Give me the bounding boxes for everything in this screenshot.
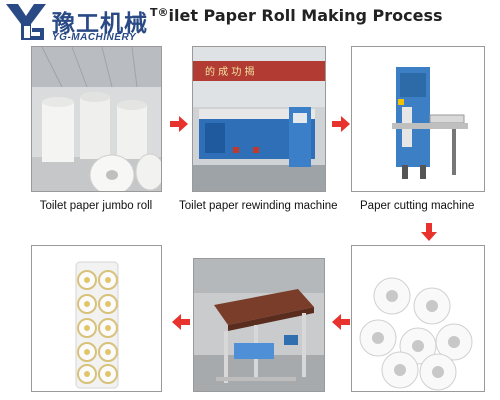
step-jumbo-roll-image	[31, 46, 162, 192]
page-title: T®ilet Paper Roll Making Process	[150, 6, 443, 25]
red-arrow-icon	[172, 314, 190, 330]
step-cutting-machine-image	[351, 46, 485, 192]
brand-name-en: YG-MACHINERY	[52, 32, 137, 43]
step-jumbo-roll-caption: Toilet paper jumbo roll	[39, 200, 153, 212]
banner-text: 的 成 功 揭	[205, 65, 255, 78]
step-cut-rolls-image	[351, 245, 485, 392]
brand-name-cn: 豫工机械	[52, 11, 148, 37]
step-packaged-rolls-image	[31, 245, 162, 392]
red-arrow-icon	[332, 314, 350, 330]
title-mark: T®	[150, 6, 169, 19]
brand-logo: 豫工机械 YG-MACHINERY	[4, 2, 154, 46]
red-arrow-icon	[170, 116, 188, 132]
step-rewinding-machine-caption: Toilet paper rewinding machine	[179, 200, 338, 212]
red-arrow-icon	[332, 116, 350, 132]
title-text: ilet Paper Roll Making Process	[168, 6, 443, 25]
red-arrow-icon	[421, 223, 437, 241]
yg-logo-icon	[6, 4, 46, 40]
step-packing-machine-image	[193, 258, 325, 392]
step-rewinding-machine-image: 的 成 功 揭	[192, 46, 326, 192]
step-cutting-machine-caption: Paper cutting machine	[360, 200, 475, 212]
